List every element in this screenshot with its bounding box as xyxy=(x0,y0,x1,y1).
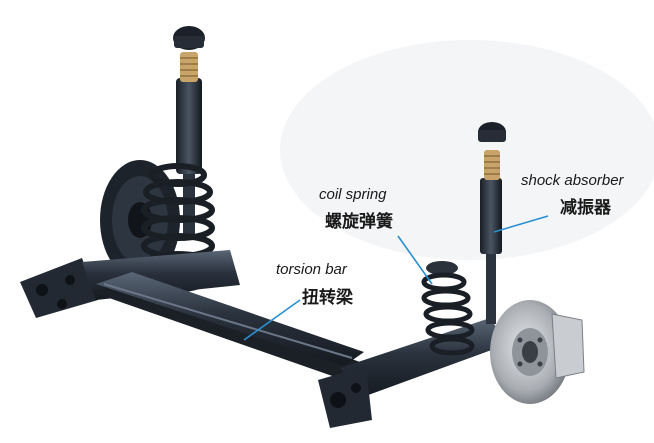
background-glow xyxy=(280,40,654,260)
coil-spring-label-en: coil spring xyxy=(319,186,387,203)
torsion-beam xyxy=(92,272,364,378)
torsion-bar-label-zh: 扭转梁 xyxy=(302,288,353,308)
shock-absorber-callout xyxy=(493,215,549,233)
shock-absorber-label-zh: 减振器 xyxy=(560,198,611,218)
torsion-bar-label-en: torsion bar xyxy=(276,261,347,278)
coil-spring-callout xyxy=(397,235,433,285)
torsion-bar-callout xyxy=(243,299,301,341)
shock-absorber-label-en: shock absorber xyxy=(521,172,624,189)
callout-lines xyxy=(243,215,549,341)
right-trailing-arm xyxy=(318,318,508,428)
right-shock-absorber xyxy=(478,122,506,324)
coil-spring-label-zh: 螺旋弹簧 xyxy=(325,212,393,232)
right-brake-disc xyxy=(490,300,585,404)
right-coil-spring xyxy=(421,261,475,356)
